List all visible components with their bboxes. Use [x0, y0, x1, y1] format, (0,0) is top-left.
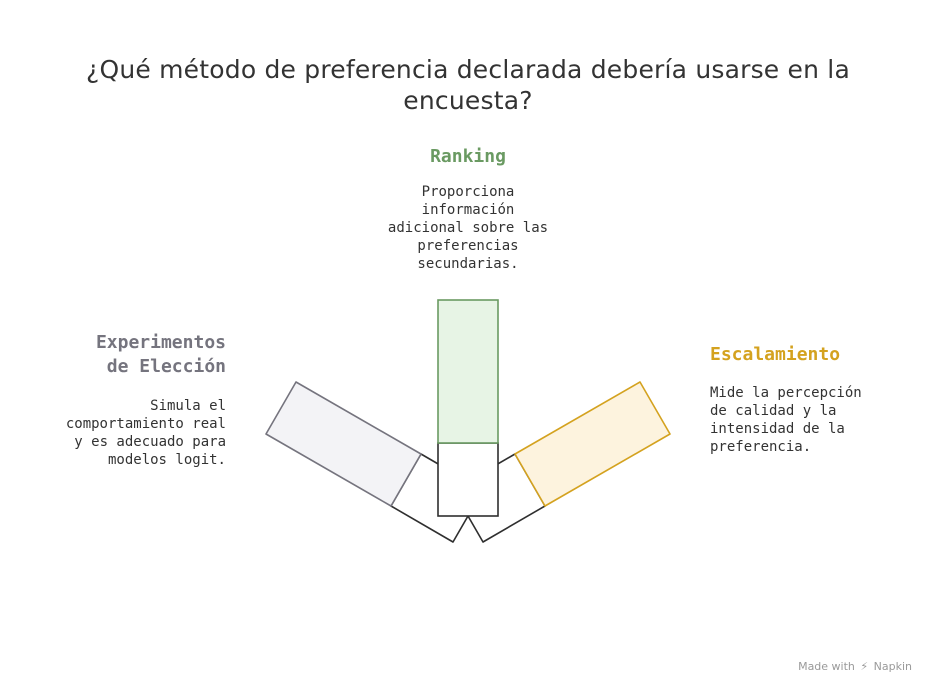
ranking-description-line: Proporciona	[421, 184, 515, 200]
scaling-heading: Escalamiento	[710, 344, 841, 365]
choice-experiments-heading: Experimentos de Elección	[20, 331, 226, 379]
choice-experiments-bar	[265, 381, 422, 507]
ranking-heading: Ranking	[430, 146, 506, 167]
scaling-description-line: de calidad y la	[710, 403, 837, 419]
ranking-description-line: adicional sobre las	[387, 220, 549, 236]
scaling-description-line: preferencia.	[710, 439, 812, 455]
scaling-description-line: Mide la percepción	[710, 385, 862, 401]
ranking-bar	[437, 299, 499, 444]
napkin-brand-label: Napkin	[873, 660, 912, 673]
ranking-blade	[437, 299, 499, 517]
choice-experiments-heading-line: de Elección	[106, 356, 226, 377]
ranking-description-line: información	[421, 202, 515, 218]
choice-experiments-heading-line: Experimentos	[95, 332, 226, 353]
choice-experiments-blade	[265, 381, 484, 543]
choice-experiments-description: Simula el comportamiento real y es adecu…	[20, 397, 226, 469]
ranking-description-line: secundarias.	[417, 256, 519, 272]
scaling-bar	[514, 381, 671, 507]
napkin-logo-icon: ⚡	[860, 660, 869, 673]
ranking-description-line: preferencias	[417, 238, 519, 254]
scaling-description: Mide la percepción de calidad y la inten…	[710, 384, 910, 456]
choice-experiments-description-line: modelos logit.	[107, 452, 226, 468]
footer-credit: Made with ⚡ Napkin	[798, 660, 912, 673]
made-with-label: Made with	[798, 660, 855, 673]
scaling-description-line: intensidad de la	[710, 421, 845, 437]
choice-experiments-description-line: comportamiento real	[65, 416, 226, 432]
ranking-handle	[437, 442, 499, 517]
page-title: ¿Qué método de preferencia declarada deb…	[86, 55, 850, 115]
ranking-description: Proporciona información adicional sobre …	[368, 183, 568, 273]
choice-experiments-description-line: y es adecuado para	[74, 434, 226, 450]
choice-experiments-description-line: Simula el	[150, 398, 226, 414]
